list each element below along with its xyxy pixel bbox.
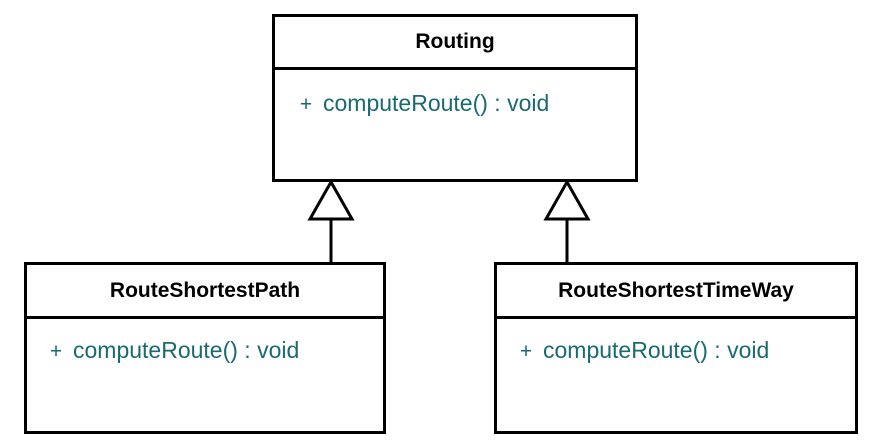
uml-class-route-shortest-path[interactable]: RouteShortestPath + computeRoute() : voi…: [24, 262, 386, 434]
class-name-route-shortest-path: RouteShortestPath: [27, 265, 383, 319]
method-row: + computeRoute() : void: [497, 327, 855, 364]
method-row: + computeRoute() : void: [275, 78, 635, 117]
hollow-triangle-icon-right: [543, 178, 591, 221]
class-name-route-shortest-time-way: RouteShortestTimeWay: [497, 265, 855, 319]
generalization-arrow-right: [543, 178, 591, 263]
generalization-arrow-left: [307, 178, 355, 263]
method-compartment-routing: + computeRoute() : void: [275, 70, 635, 179]
uml-class-routing[interactable]: Routing + computeRoute() : void: [272, 14, 638, 182]
method-signature: computeRoute() : void: [543, 337, 770, 363]
hollow-triangle-icon-left: [307, 178, 355, 221]
method-row: + computeRoute() : void: [27, 327, 383, 364]
visibility-marker: +: [299, 93, 313, 116]
method-signature: computeRoute() : void: [323, 90, 550, 116]
method-compartment-route-shortest-path: + computeRoute() : void: [27, 319, 383, 431]
method-compartment-route-shortest-time-way: + computeRoute() : void: [497, 319, 855, 431]
visibility-marker: +: [519, 340, 533, 363]
method-signature: computeRoute() : void: [73, 337, 300, 363]
visibility-marker: +: [49, 340, 63, 363]
class-name-routing: Routing: [275, 17, 635, 70]
uml-class-route-shortest-time-way[interactable]: RouteShortestTimeWay + computeRoute() : …: [494, 262, 858, 434]
